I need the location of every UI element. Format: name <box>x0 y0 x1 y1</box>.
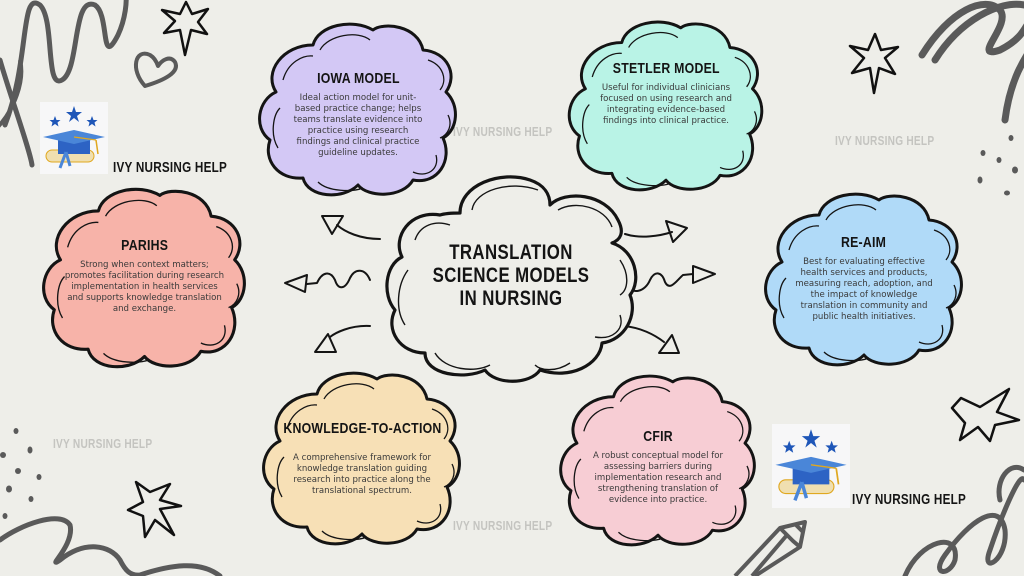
watermark-text: IVY NURSING HELP <box>453 124 553 139</box>
cloud-outline-icon <box>559 374 756 547</box>
star-doodle-icon <box>126 0 1021 539</box>
graduation-cap-with-stars-icon <box>43 106 105 169</box>
dots-right-icon <box>977 135 1018 196</box>
scribble-bottom-left-icon <box>0 516 223 576</box>
arrow-to-iowa-icon <box>336 224 381 240</box>
model-description: Best for evaluating effective health ser… <box>795 257 933 322</box>
model-cloud-knowledge-to-action: KNOWLEDGE-TO-ACTION A comprehensive fram… <box>262 368 462 548</box>
watermark-text: IVY NURSING HELP <box>53 436 153 451</box>
model-cloud-parihs: PARIHS Strong when context matters; prom… <box>42 185 247 370</box>
model-title: RE-AIM <box>841 234 887 251</box>
model-description: A robust conceptual model for assessing … <box>592 451 724 505</box>
brand-logo <box>40 102 108 174</box>
model-description: A comprehensive framework for knowledge … <box>292 453 432 496</box>
watermark-text: IVY NURSING HELP <box>453 518 553 533</box>
pencil-icon <box>733 520 807 576</box>
central-title-line: IN NURSING <box>459 287 563 310</box>
cloud-outline-icon <box>385 175 638 383</box>
central-title-line: TRANSLATION <box>449 241 573 264</box>
arrows-left <box>284 215 381 353</box>
model-title: STETLER MODEL <box>612 60 720 77</box>
scribble-bottom-right-icon <box>902 465 1024 576</box>
cloud-outline-icon <box>764 192 963 367</box>
central-title: TRANSLATION SCIENCE MODELS IN NURSING <box>419 241 603 310</box>
scribble-top-right-icon <box>918 0 1024 124</box>
arrow-to-reaim-icon <box>626 272 694 292</box>
graduation-cap-with-stars-icon <box>775 429 847 502</box>
brand-logo <box>772 424 850 508</box>
arrow-to-stetler-icon <box>624 231 673 238</box>
model-title: CFIR <box>643 428 673 445</box>
model-description: Ideal action model for unit-based practi… <box>293 93 423 158</box>
model-title: KNOWLEDGE-TO-ACTION <box>282 420 442 437</box>
cloud-outline-icon <box>262 371 461 546</box>
model-cloud-cfir: CFIR A robust conceptual model for asses… <box>558 372 758 548</box>
model-cloud-iowa: IOWA MODEL Ideal action model for unit-b… <box>258 20 458 198</box>
model-description: Strong when context matters; promotes fa… <box>64 260 225 314</box>
heart-doodle-icon <box>134 51 178 88</box>
brand-name: IVY NURSING HELP <box>113 159 228 176</box>
model-cloud-stetler: STETLER MODEL Useful for individual clin… <box>566 18 766 193</box>
model-cloud-re-aim: RE-AIM Best for evaluating effective hea… <box>764 190 964 368</box>
model-title: PARIHS <box>120 237 169 254</box>
brand-name: IVY NURSING HELP <box>852 491 967 508</box>
dots-left-icon <box>0 428 42 519</box>
cloud-outline-icon <box>567 20 764 192</box>
arrow-to-parihs-icon <box>306 269 371 289</box>
central-title-line: SCIENCE MODELS <box>432 264 590 287</box>
model-title: IOWA MODEL <box>316 70 400 87</box>
scribble-top-left-icon <box>0 0 129 168</box>
cloud-outline-icon <box>258 22 457 197</box>
arrow-to-kta-icon <box>329 324 371 338</box>
model-description: Useful for individual clinicians focused… <box>600 83 732 126</box>
watermark-text: IVY NURSING HELP <box>835 133 935 148</box>
cloud-outline-icon <box>42 187 246 369</box>
central-topic-cloud: TRANSLATION SCIENCE MODELS IN NURSING <box>380 165 642 385</box>
